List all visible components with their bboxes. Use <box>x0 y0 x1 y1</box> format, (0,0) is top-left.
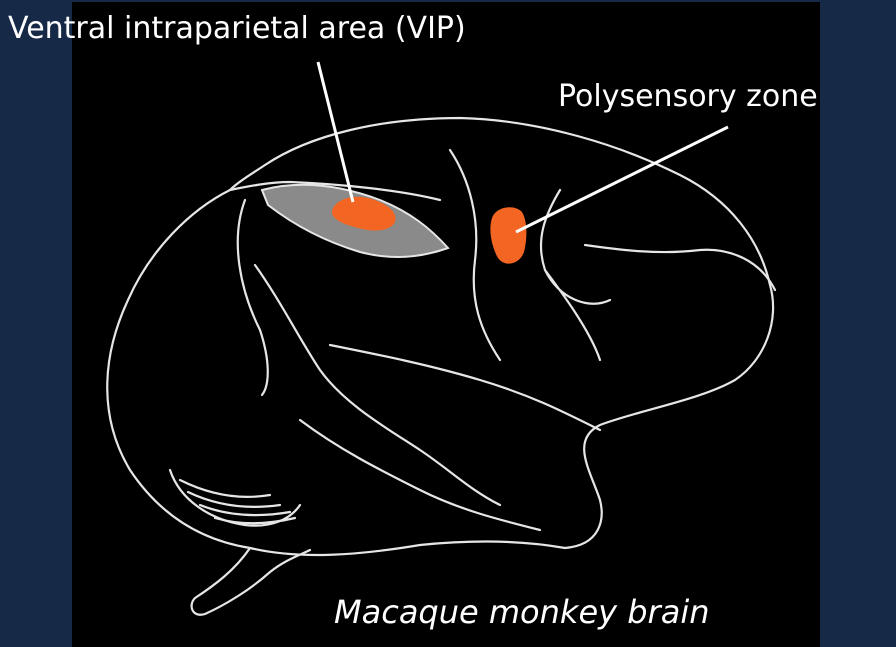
figure-caption: Macaque monkey brain <box>334 596 709 628</box>
central-sulcus <box>450 150 500 360</box>
brainstem-outline <box>192 548 310 615</box>
lunate-sulcus <box>238 200 268 395</box>
principal-sulcus <box>585 245 775 290</box>
brain-outline <box>107 118 775 615</box>
polysensory-zone-label: Polysensory zone <box>558 82 818 112</box>
temporal-lobe-outline <box>300 420 540 530</box>
polysensory-pointer-line <box>516 127 728 232</box>
cerebellum-outline <box>170 470 300 526</box>
cortex-outline <box>107 118 773 555</box>
vip-pointer-line <box>318 62 353 202</box>
polysensory-zone-region <box>490 207 526 263</box>
vip-label: Ventral intraparietal area (VIP) <box>8 14 466 44</box>
